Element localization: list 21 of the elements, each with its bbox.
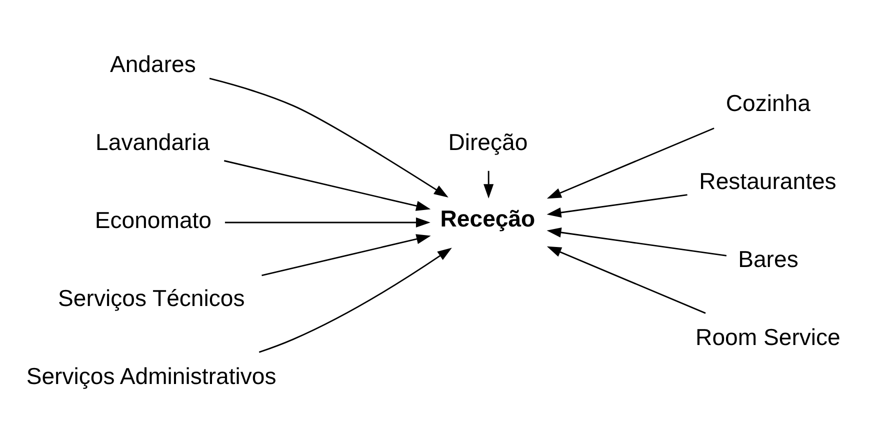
node-text: Receção (440, 205, 536, 232)
arrow (484, 170, 494, 198)
node-text: Room Service (696, 323, 840, 350)
node-text: Lavandaria (96, 128, 210, 155)
arrow (209, 77, 448, 197)
node-text: Serviços Técnicos (58, 284, 245, 310)
node-text: Restaurantes (699, 168, 836, 194)
node-text: Cozinha (726, 90, 810, 116)
arrow (258, 247, 452, 352)
arrow (262, 234, 431, 276)
arrow (224, 216, 430, 228)
node-text: Serviços Administrativos (26, 362, 276, 388)
node-text: Direção (448, 128, 528, 155)
arrow (546, 246, 706, 314)
arrow (546, 194, 688, 218)
node-text: Andares (110, 50, 196, 77)
arrow (224, 160, 431, 210)
arrow (546, 127, 714, 198)
node-text: Bares (738, 245, 798, 272)
arrow (546, 226, 727, 256)
node-text: Economato (94, 206, 212, 232)
